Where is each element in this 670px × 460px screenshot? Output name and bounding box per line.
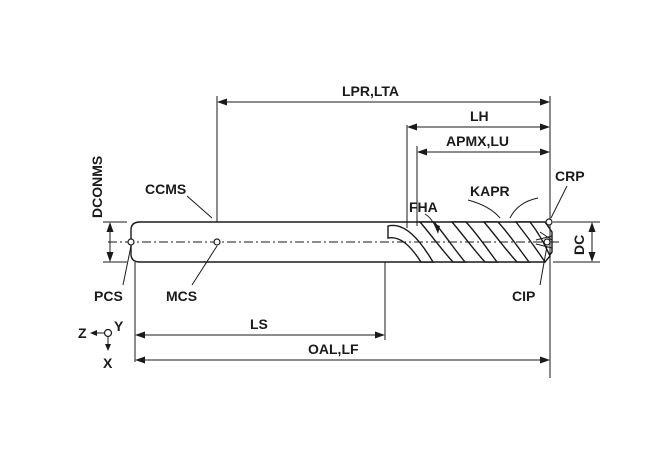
dimension-oal-lf <box>135 356 550 364</box>
dimension-lpr-lta <box>217 98 550 106</box>
axes-origin <box>103 328 113 338</box>
label-dconms: DCONMS <box>89 156 105 218</box>
label-ls: LS <box>250 316 268 332</box>
label-fha: FHA <box>409 199 438 215</box>
label-dc: DC <box>571 235 587 255</box>
cip-point <box>543 238 551 246</box>
flute-3 <box>450 221 499 263</box>
dimension-apmx-lu <box>417 148 550 156</box>
flute-2 <box>418 221 467 263</box>
label-lh: LH <box>470 108 489 124</box>
label-apmx-lu: APMX,LU <box>446 133 509 149</box>
tool-shank <box>140 221 388 263</box>
coordinate-axes-indicator: Z Y X <box>78 318 124 371</box>
label-kapr: KAPR <box>470 183 510 199</box>
tip-facets <box>535 231 553 249</box>
flute-1 <box>387 224 435 263</box>
label-oal-lf: OAL,LF <box>308 341 359 357</box>
leader-lines <box>122 185 568 286</box>
mcs-point <box>213 238 221 246</box>
label-lpr-lta: LPR,LTA <box>342 83 399 99</box>
dimension-ls <box>135 331 385 339</box>
label-cip: CIP <box>512 288 535 304</box>
dimension-lh <box>407 123 550 131</box>
extension-lines <box>103 96 600 378</box>
end-mill-tool <box>130 221 553 264</box>
axis-label-z: Z <box>78 325 87 341</box>
dimension-dc <box>588 222 596 262</box>
label-pcs: PCS <box>94 288 123 304</box>
label-crp: CRP <box>555 168 585 184</box>
label-ccms: CCMS <box>145 181 186 197</box>
crp-point <box>545 218 553 226</box>
label-mcs: MCS <box>166 288 197 304</box>
pcs-point <box>127 238 135 246</box>
reference-points <box>127 218 553 246</box>
axis-label-x: X <box>103 355 113 371</box>
axis-label-y: Y <box>114 318 124 334</box>
